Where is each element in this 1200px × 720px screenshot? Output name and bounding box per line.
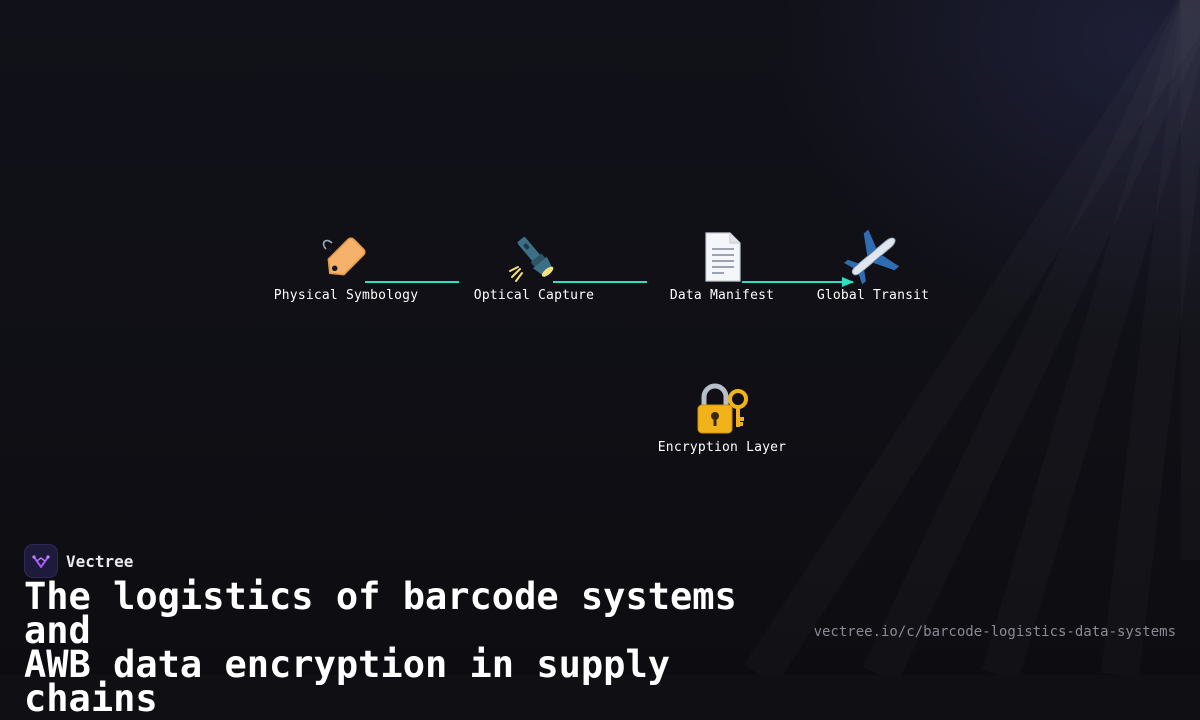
node-data-manifest: Data Manifest [637,226,807,303]
airplane-icon [788,226,958,286]
background [0,0,1200,675]
title-line-1: The logistics of barcode systems and [24,575,737,652]
node-label: Physical Symbology [273,288,419,303]
brand: Vectree [24,544,133,578]
label-tag-icon [261,226,431,286]
lock-with-key-icon [637,378,807,438]
flashlight-icon [449,226,619,286]
page-title: The logistics of barcode systems and AWB… [24,578,824,717]
source-url: vectree.io/c/barcode-logistics-data-syst… [813,624,1176,640]
brand-name: Vectree [66,551,134,571]
title-line-2: AWB data encryption in supply chains [24,643,671,720]
node-label: Data Manifest [669,288,775,303]
node-optical-capture: Optical Capture [449,226,619,303]
vectree-logo-icon [24,544,58,578]
node-physical-symbology: Physical Symbology [261,226,431,303]
node-label: Global Transit [816,288,930,303]
document-icon [637,226,807,286]
flow-connectors [365,277,854,287]
node-encryption-layer: Encryption Layer [637,378,807,455]
node-label: Optical Capture [473,288,595,303]
node-label: Encryption Layer [657,440,787,455]
node-global-transit: Global Transit [788,226,958,303]
